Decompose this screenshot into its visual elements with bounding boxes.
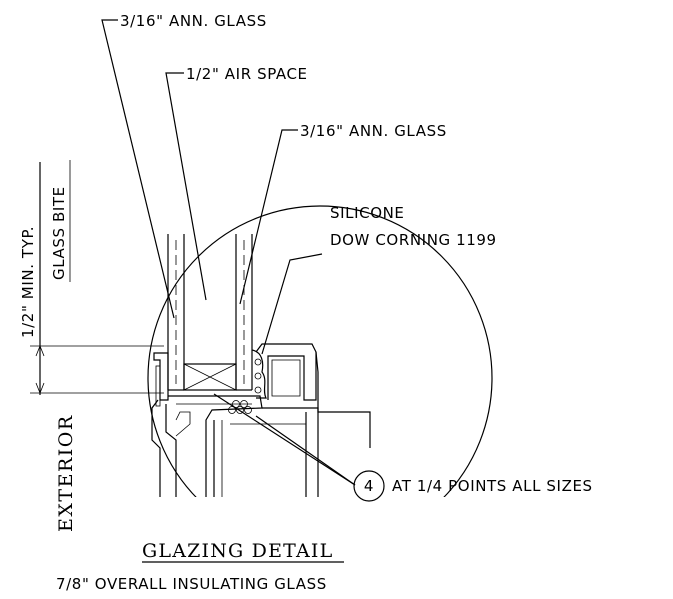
label-silicone-product: DOW CORNING 1199 xyxy=(330,231,497,249)
label-outer-glass: 3/16" ANN. GLASS xyxy=(120,12,267,30)
detail-title: GLAZING DETAIL xyxy=(142,540,333,562)
detail-subtitle: 7/8" OVERALL INSULATING GLASS xyxy=(56,575,327,593)
leader-setting-block-2 xyxy=(213,393,356,486)
label-exterior: EXTERIOR xyxy=(55,414,77,532)
leader-outer-glass xyxy=(101,19,175,319)
setting-block-number: 4 xyxy=(364,477,374,495)
leader-silicone xyxy=(261,253,323,355)
outer-glass-lite xyxy=(167,234,185,391)
leader-air-space xyxy=(165,72,207,301)
label-inner-glass: 3/16" ANN. GLASS xyxy=(300,122,447,140)
label-air-space: 1/2" AIR SPACE xyxy=(186,65,308,83)
label-glass-bite: GLASS BITE xyxy=(50,186,68,280)
silicone-bead xyxy=(251,349,267,399)
label-setting-block-note: AT 1/4 POINTS ALL SIZES xyxy=(392,477,593,495)
setting-block xyxy=(228,400,252,414)
inner-glass-lite xyxy=(235,234,253,391)
glass-spacer xyxy=(183,363,237,391)
detail-cut-mask xyxy=(140,497,510,567)
glass-bite-dimension xyxy=(30,162,164,395)
leader-setting-block-1 xyxy=(255,415,356,486)
label-bite-dimension: 1/2" MIN. TYP. xyxy=(19,226,37,338)
leader-lines xyxy=(101,19,356,486)
setting-block-callout-circle xyxy=(353,470,385,502)
leader-inner-glass xyxy=(239,129,298,305)
label-silicone: SILICONE xyxy=(330,204,405,222)
